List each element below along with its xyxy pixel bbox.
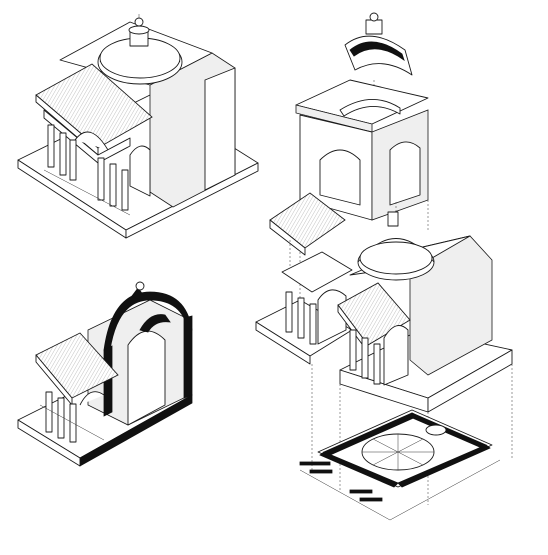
floor-plan (299, 409, 501, 521)
exploded-axonometric (255, 12, 513, 505)
sectioned-axonometric (17, 281, 193, 467)
assembled-axonometric (17, 14, 259, 239)
